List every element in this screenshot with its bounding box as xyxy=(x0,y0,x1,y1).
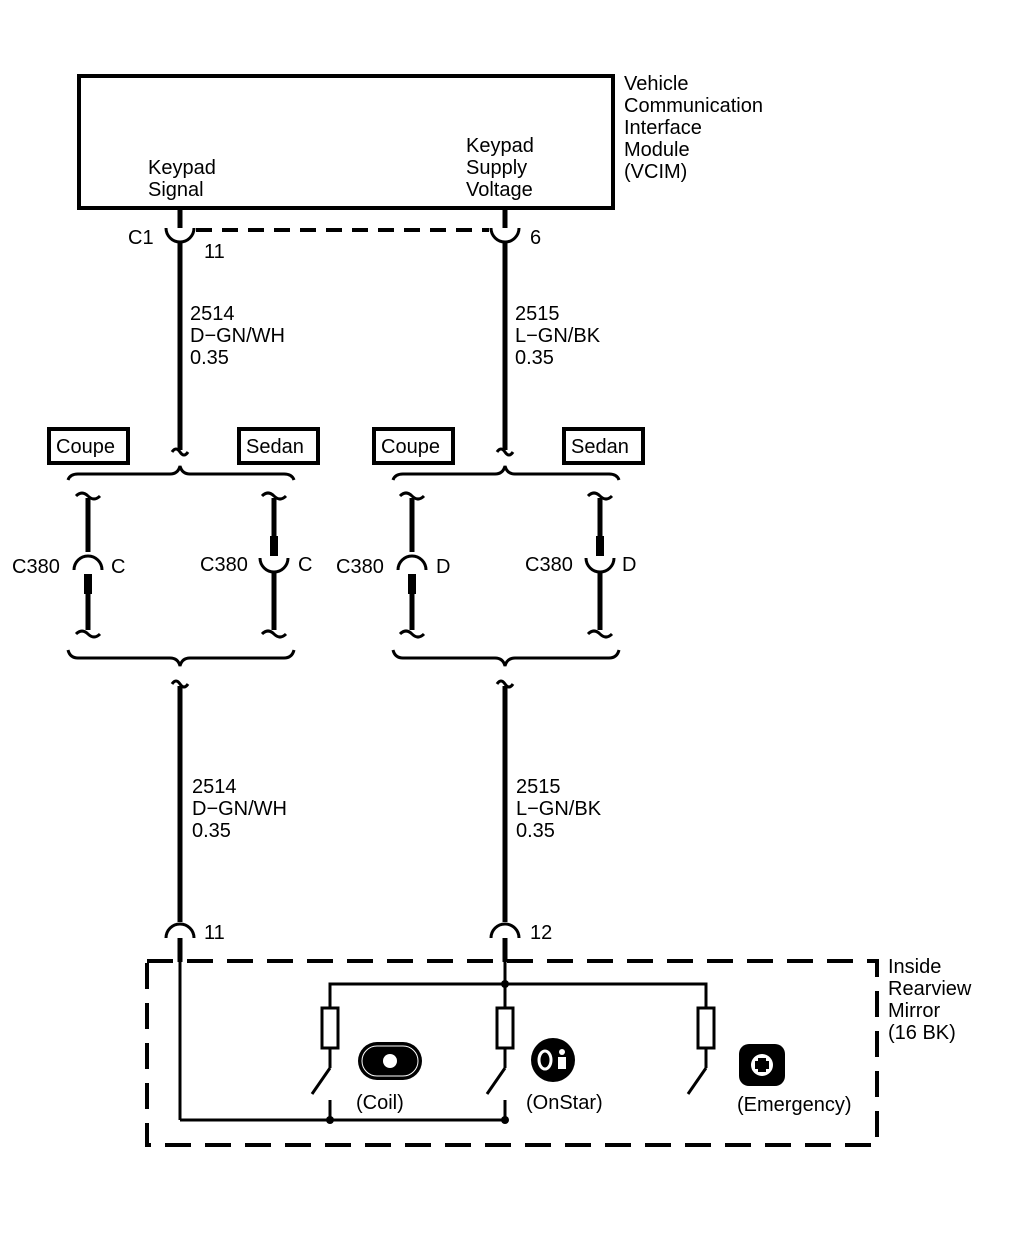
wire-2515-lower-circuit: 2515 xyxy=(516,776,561,798)
keypad-supply-label-2: Supply xyxy=(466,157,527,179)
wire-2514-color: D−GN/WH xyxy=(190,325,285,347)
mirror-pin-12-label: 12 xyxy=(530,922,552,944)
resistor-onstar xyxy=(495,1006,515,1050)
c380-label-right-coupe: C380 xyxy=(336,556,384,578)
wire-2515-lower-label: 2515 L−GN/BK 0.35 xyxy=(516,776,602,842)
wire-2515-upper-label: 2515 L−GN/BK 0.35 xyxy=(515,303,601,369)
coil-button-label: (Coil) xyxy=(356,1092,404,1114)
resistor-emergency xyxy=(696,1006,716,1050)
c1-connector-label: C1 xyxy=(128,227,154,249)
vcim-name-line-5: (VCIM) xyxy=(624,161,687,183)
vcim-name-line-2: Communication xyxy=(624,95,763,117)
switch-onstar xyxy=(485,1067,507,1095)
wire-2514-lower-gauge: 0.35 xyxy=(192,820,231,842)
sedan-label-left: Sedan xyxy=(246,436,304,458)
onstar-button-label: (OnStar) xyxy=(526,1092,603,1114)
vcim-name-line-3: Interface xyxy=(624,117,702,139)
mirror-connector: 11 12 xyxy=(164,922,552,962)
c380-pin-c-left-sedan: C xyxy=(298,554,312,576)
mirror-pin-12-symbol xyxy=(489,922,521,939)
mirror-name-line-3: Mirror xyxy=(888,1000,941,1022)
switch-coil xyxy=(310,1067,332,1095)
wire-2514-lower-label: 2514 D−GN/WH 0.35 xyxy=(192,776,287,842)
c1-pin-6-symbol xyxy=(489,227,521,244)
vcim-module: Vehicle Communication Interface Module (… xyxy=(77,73,763,210)
wire-2514-gauge: 0.35 xyxy=(190,347,229,369)
coupe-label-right: Coupe xyxy=(381,436,440,458)
switch-emergency xyxy=(686,1067,708,1095)
emergency-button-label: (Emergency) xyxy=(737,1094,851,1116)
mirror-pin-11-label: 11 xyxy=(204,922,225,944)
option-group-right: Coupe Sedan C380 D C380 D xyxy=(336,427,645,667)
c380-label-left-sedan: C380 xyxy=(200,554,248,576)
mirror-name-line-1: Inside xyxy=(888,956,941,978)
wire-2514-circuit: 2514 xyxy=(190,303,235,325)
emergency-button-icon xyxy=(739,1044,785,1086)
coupe-label-left: Coupe xyxy=(56,436,115,458)
keypad-signal-label-2: Signal xyxy=(148,179,204,201)
sedan-box-right xyxy=(562,427,645,465)
wire-2514-upper-label: 2514 D−GN/WH 0.35 xyxy=(190,303,285,369)
c380-pin-d-right-sedan: D xyxy=(622,554,636,576)
wire-2515-lower-color: L−GN/BK xyxy=(516,798,602,820)
mirror-pin-11-symbol xyxy=(164,922,196,939)
option-group-left: Coupe Sedan C380 C C380 C xyxy=(12,427,320,667)
wire-2514-lower-circuit: 2514 xyxy=(192,776,237,798)
mirror-box xyxy=(145,959,879,1147)
mirror-name-line-4: (16 BK) xyxy=(888,1022,956,1044)
sedan-box-left xyxy=(237,427,320,465)
vcim-connector-c1: C1 11 6 xyxy=(128,208,541,263)
coil-button-icon xyxy=(358,1042,422,1080)
c380-label-right-sedan: C380 xyxy=(525,554,573,576)
c1-pin-6-label: 6 xyxy=(530,227,541,249)
sedan-label-right: Sedan xyxy=(571,436,629,458)
c380-pin-c-left-coupe: C xyxy=(111,556,125,578)
c380-pin-d-right-coupe: D xyxy=(436,556,450,578)
c1-pin-11-label: 11 xyxy=(204,241,225,263)
inside-rearview-mirror: Inside Rearview Mirror (16 BK) xyxy=(145,956,972,1147)
vcim-box xyxy=(77,74,615,210)
wire-2515-gauge: 0.35 xyxy=(515,347,554,369)
coupe-box-right xyxy=(372,427,455,465)
resistor-coil xyxy=(320,1006,340,1050)
keypad-signal-label-1: Keypad xyxy=(148,157,216,179)
c380-label-left-coupe: C380 xyxy=(12,556,60,578)
onstar-button-icon xyxy=(531,1038,575,1082)
keypad-supply-label-3: Voltage xyxy=(466,179,533,201)
vcim-name-line-1: Vehicle xyxy=(624,73,689,95)
mirror-name-line-2: Rearview xyxy=(888,978,972,1000)
keypad-supply-label-1: Keypad xyxy=(466,135,534,157)
wire-2514-lower-color: D−GN/WH xyxy=(192,798,287,820)
vcim-name-line-4: Module xyxy=(624,139,690,161)
wire-2515-lower-gauge: 0.35 xyxy=(516,820,555,842)
wire-2515-circuit: 2515 xyxy=(515,303,560,325)
c1-pin-11-symbol xyxy=(164,227,196,244)
coupe-box-left xyxy=(47,427,130,465)
wire-2515-color: L−GN/BK xyxy=(515,325,601,347)
